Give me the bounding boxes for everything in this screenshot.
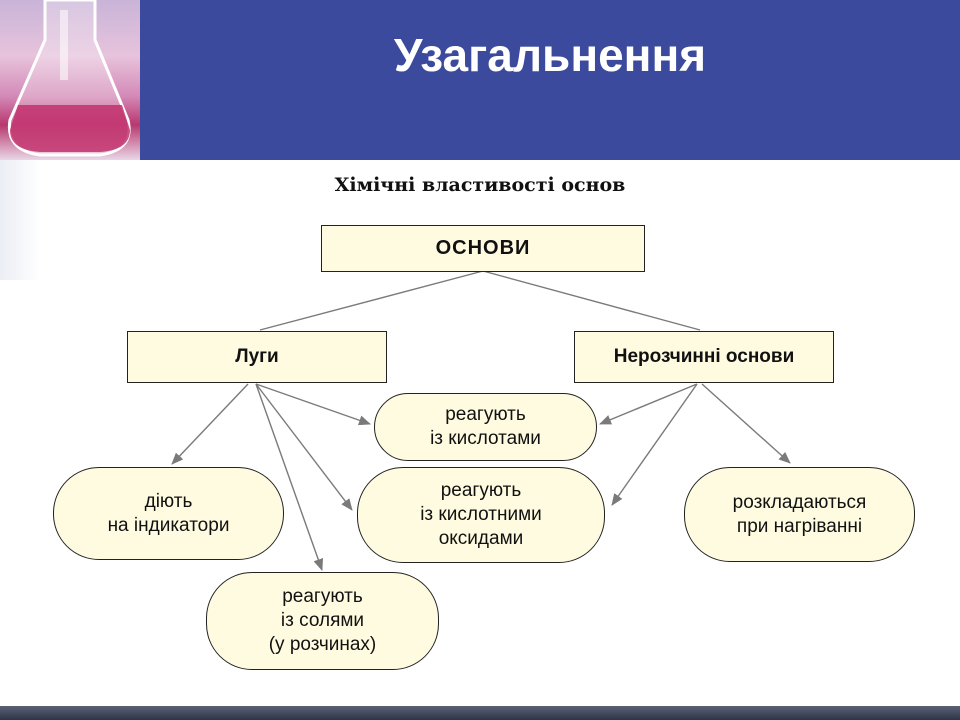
node-lugy: Луги <box>127 331 387 383</box>
arrow-right-decompose <box>702 384 790 463</box>
arrow-left-acids <box>256 384 370 424</box>
node-decompose: розкладаються при нагріванні <box>684 467 915 562</box>
node-indicators: діють на індикатори <box>53 467 284 560</box>
footer-bar <box>0 706 960 720</box>
node-osnovy: ОСНОВИ <box>321 225 645 272</box>
node-acids: реагують із кислотами <box>374 393 597 461</box>
arrow-left-indicators <box>172 384 248 464</box>
line-root-left <box>260 271 483 330</box>
node-salts: реагують із солями (у розчинах) <box>206 572 439 670</box>
node-nerozchynni: Нерозчинні основи <box>574 331 834 383</box>
line-root-right <box>483 271 700 330</box>
node-oxides: реагують із кислотними оксидами <box>357 467 605 563</box>
